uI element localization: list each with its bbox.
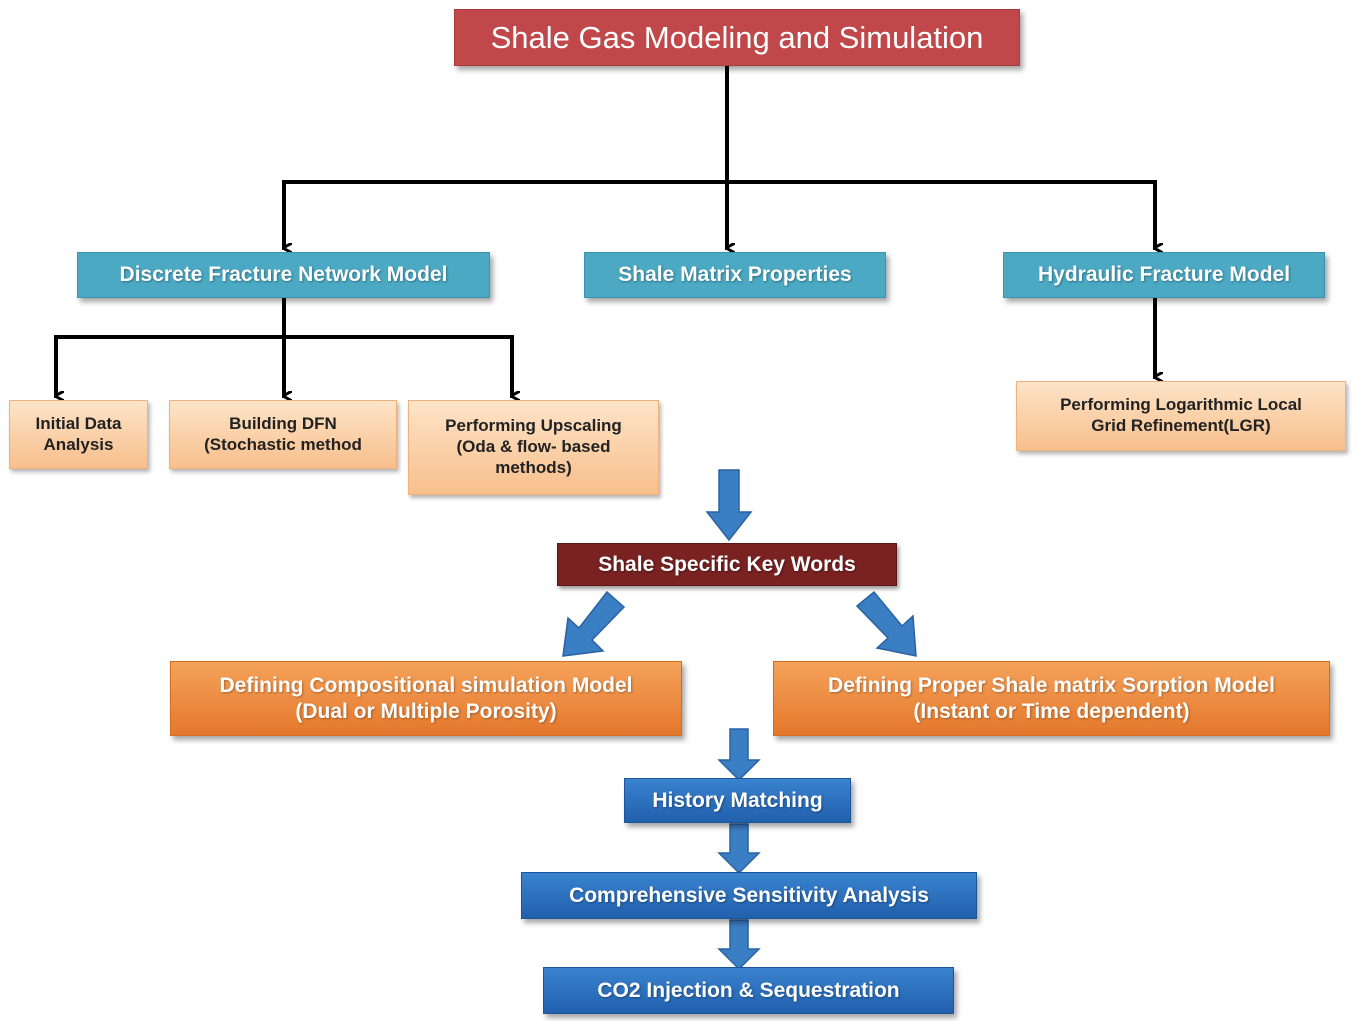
performing-upscaling-box: Performing Upscaling (Oda & flow- based … [408, 400, 659, 495]
lgr-box: Performing Logarithmic Local Grid Refine… [1016, 381, 1346, 451]
page-title: Shale Gas Modeling and Simulation [454, 9, 1020, 66]
hydraulic-fracture-model-box: Hydraulic Fracture Model [1003, 252, 1325, 298]
block-arrow-to-keywords [705, 469, 753, 542]
sorption-model-box: Defining Proper Shale matrix Sorption Mo… [773, 661, 1330, 736]
block-arrow-to-history [717, 728, 761, 782]
block-arrow-to-compositional [562, 590, 626, 657]
co2-injection-box: CO2 Injection & Sequestration [543, 967, 954, 1014]
block-arrow-to-co2 [717, 919, 761, 971]
building-dfn-box: Building DFN (Stochastic method [169, 400, 397, 469]
initial-data-analysis-box: Initial Data Analysis [9, 400, 148, 469]
discrete-fracture-network-model-box: Discrete Fracture Network Model [77, 252, 490, 298]
shale-matrix-properties-box: Shale Matrix Properties [584, 252, 886, 298]
history-matching-box: History Matching [624, 778, 851, 823]
compositional-simulation-model-box: Defining Compositional simulation Model … [170, 661, 682, 736]
block-arrow-to-sorption [855, 590, 917, 657]
shale-specific-key-words-box: Shale Specific Key Words [557, 543, 897, 586]
sensitivity-analysis-box: Comprehensive Sensitivity Analysis [521, 872, 977, 919]
block-arrow-to-sensitivity [717, 823, 761, 875]
